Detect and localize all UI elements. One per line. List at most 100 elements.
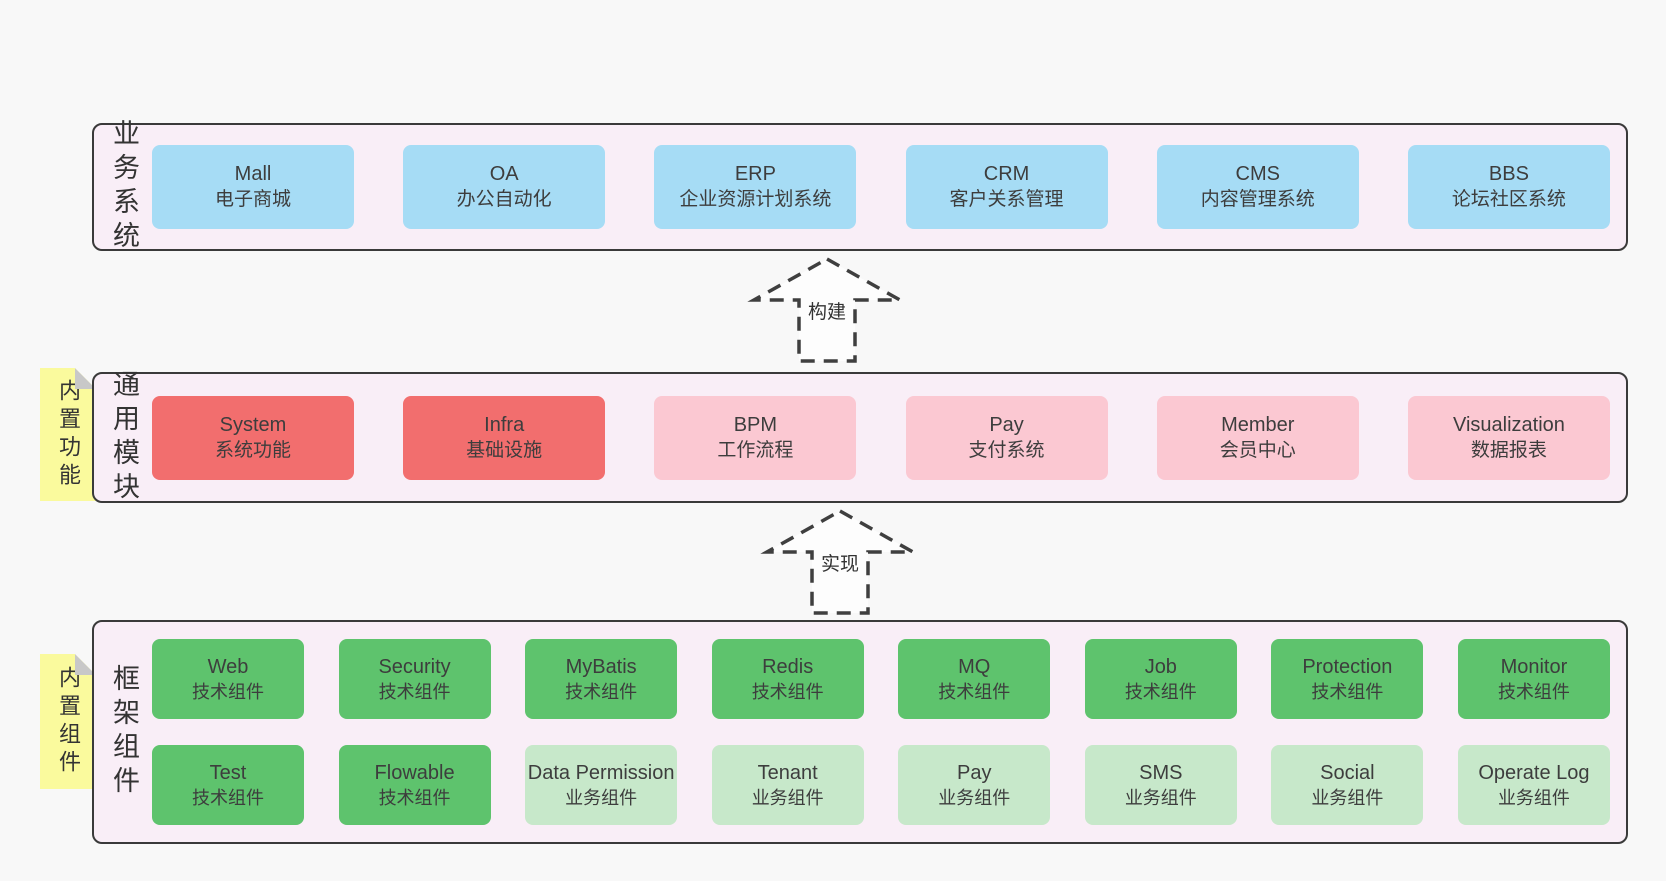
box-title: Mall	[234, 163, 272, 186]
box-subtitle: 论坛社区系统	[1451, 189, 1566, 211]
box-oa: OA 办公自动化	[403, 145, 606, 229]
dashed-up-arrow-icon	[747, 256, 907, 363]
box-subtitle: 内容管理系统	[1200, 189, 1315, 211]
box-infra: Infra 基础设施	[403, 395, 606, 480]
box-visualization: Visualization 数据报表	[1407, 395, 1610, 480]
box-subtitle: 技术组件	[378, 787, 451, 808]
box-title: Pay	[989, 413, 1024, 436]
tier-business-systems: 业务系统 Mall 电子商城 OA 办公自动化 ERP 企业资源计划系统 CRM 客户关系管理…	[92, 119, 1628, 255]
box-title: SMS	[1139, 761, 1183, 784]
tier-rows: System 系统功能 Infra 基础设施 BPM 工作流程 Pay 支付系统 Member 会…	[152, 374, 1610, 501]
sticky-note-builtin-features: 内置功能	[40, 368, 96, 501]
box-cms: CMS 内容管理系统	[1156, 145, 1359, 229]
box-title: BBS	[1488, 163, 1529, 186]
box-title: Infra	[484, 413, 525, 436]
box-bbs: BBS 论坛社区系统	[1407, 145, 1610, 229]
implement-arrow: 实现	[760, 506, 920, 618]
box-monitor: Monitor 技术组件	[1457, 639, 1610, 719]
box-protection: Protection 技术组件	[1271, 639, 1424, 719]
box-member: Member 会员中心	[1156, 395, 1359, 480]
box-title: BPM	[733, 413, 778, 436]
build-arrow: 构建	[747, 254, 907, 366]
box-title: Social	[1320, 761, 1375, 784]
box-sms: SMS 业务组件	[1084, 745, 1237, 825]
box-subtitle: 业务组件	[1497, 787, 1570, 808]
box-title: Web	[207, 655, 249, 678]
box-title: Operate Log	[1478, 761, 1590, 784]
component-row: Mall 电子商城 OA 办公自动化 ERP 企业资源计划系统 CRM 客户关系管理 CMS 内容…	[152, 145, 1610, 229]
box-test: Test 技术组件	[152, 745, 304, 825]
box-subtitle: 业务组件	[938, 787, 1011, 808]
box-subtitle: 支付系统	[968, 439, 1045, 461]
box-subtitle: 业务组件	[1124, 787, 1197, 808]
component-row: System 系统功能 Infra 基础设施 BPM 工作流程 Pay 支付系统 Member 会…	[152, 395, 1610, 480]
box-subtitle: 业务组件	[565, 787, 638, 808]
box-tenant: Tenant 业务组件	[711, 745, 864, 825]
box-subtitle: 办公自动化	[456, 189, 552, 211]
box-title: Test	[209, 761, 247, 784]
sticky-note-label: 内置功能	[56, 378, 81, 491]
box-subtitle: 数据报表	[1470, 439, 1547, 461]
box-subtitle: 技术组件	[192, 787, 264, 808]
box-bpm: BPM 工作流程	[654, 395, 857, 480]
box-subtitle: 技术组件	[1124, 681, 1197, 702]
tier-rows: Mall 电子商城 OA 办公自动化 ERP 企业资源计划系统 CRM 客户关系管理 CMS 内容…	[152, 125, 1610, 249]
box-title: Monitor	[1500, 655, 1568, 678]
box-flowable: Flowable 技术组件	[338, 745, 491, 825]
box-title: Data Permission	[527, 761, 675, 784]
box-title: CRM	[983, 163, 1030, 186]
implement-arrow-label: 实现	[820, 554, 860, 575]
box-title: Pay	[957, 761, 992, 784]
sticky-note-label: 内置组件	[56, 665, 81, 778]
box-system: System 系统功能	[152, 395, 354, 480]
box-subtitle: 技术组件	[1311, 681, 1384, 702]
box-erp: ERP 企业资源计划系统	[654, 145, 857, 229]
box-title: CMS	[1235, 163, 1280, 186]
box-subtitle: 系统功能	[214, 439, 291, 461]
box-subtitle: 业务组件	[751, 787, 824, 808]
box-crm: CRM 客户关系管理	[905, 145, 1108, 229]
tier-side-label: 框架组件	[109, 664, 139, 800]
box-subtitle: 基础设施	[466, 439, 543, 461]
box-title: OA	[489, 163, 519, 186]
box-subtitle: 客户关系管理	[949, 189, 1064, 211]
build-arrow-label: 构建	[807, 302, 847, 323]
tier-common-modules: 通用模块 System 系统功能 Infra 基础设施 BPM 工作流程 Pay 支付系统 Me…	[92, 369, 1628, 506]
box-subtitle: 技术组件	[1497, 681, 1570, 702]
box-subtitle: 技术组件	[378, 681, 451, 702]
box-title: MyBatis	[565, 655, 637, 678]
tier-side-label: 通用模块	[109, 369, 139, 506]
box-title: Member	[1221, 413, 1295, 436]
tier-side-label: 业务系统	[109, 119, 139, 255]
box-subtitle: 电子商城	[214, 189, 291, 211]
box-title: MQ	[958, 655, 991, 678]
box-subtitle: 工作流程	[717, 439, 794, 461]
box-pay: Pay 业务组件	[898, 745, 1051, 825]
box-mybatis: MyBatis 技术组件	[525, 639, 678, 719]
box-title: Tenant	[757, 761, 818, 784]
box-mall: Mall 电子商城	[152, 145, 354, 229]
box-title: Protection	[1302, 655, 1393, 678]
box-pay: Pay 支付系统	[905, 395, 1108, 480]
box-subtitle: 技术组件	[565, 681, 638, 702]
box-title: System	[219, 413, 287, 436]
box-title: Flowable	[374, 761, 455, 784]
box-data-permission: Data Permission 业务组件	[525, 745, 678, 825]
box-subtitle: 企业资源计划系统	[679, 189, 832, 211]
box-title: Redis	[762, 655, 814, 678]
sticky-note-builtin-components: 内置组件	[40, 654, 96, 789]
box-title: ERP	[734, 163, 776, 186]
box-title: Visualization	[1452, 413, 1565, 436]
box-operate-log: Operate Log 业务组件	[1457, 745, 1610, 825]
dashed-up-arrow-icon	[760, 508, 920, 615]
box-subtitle: 会员中心	[1219, 439, 1296, 461]
